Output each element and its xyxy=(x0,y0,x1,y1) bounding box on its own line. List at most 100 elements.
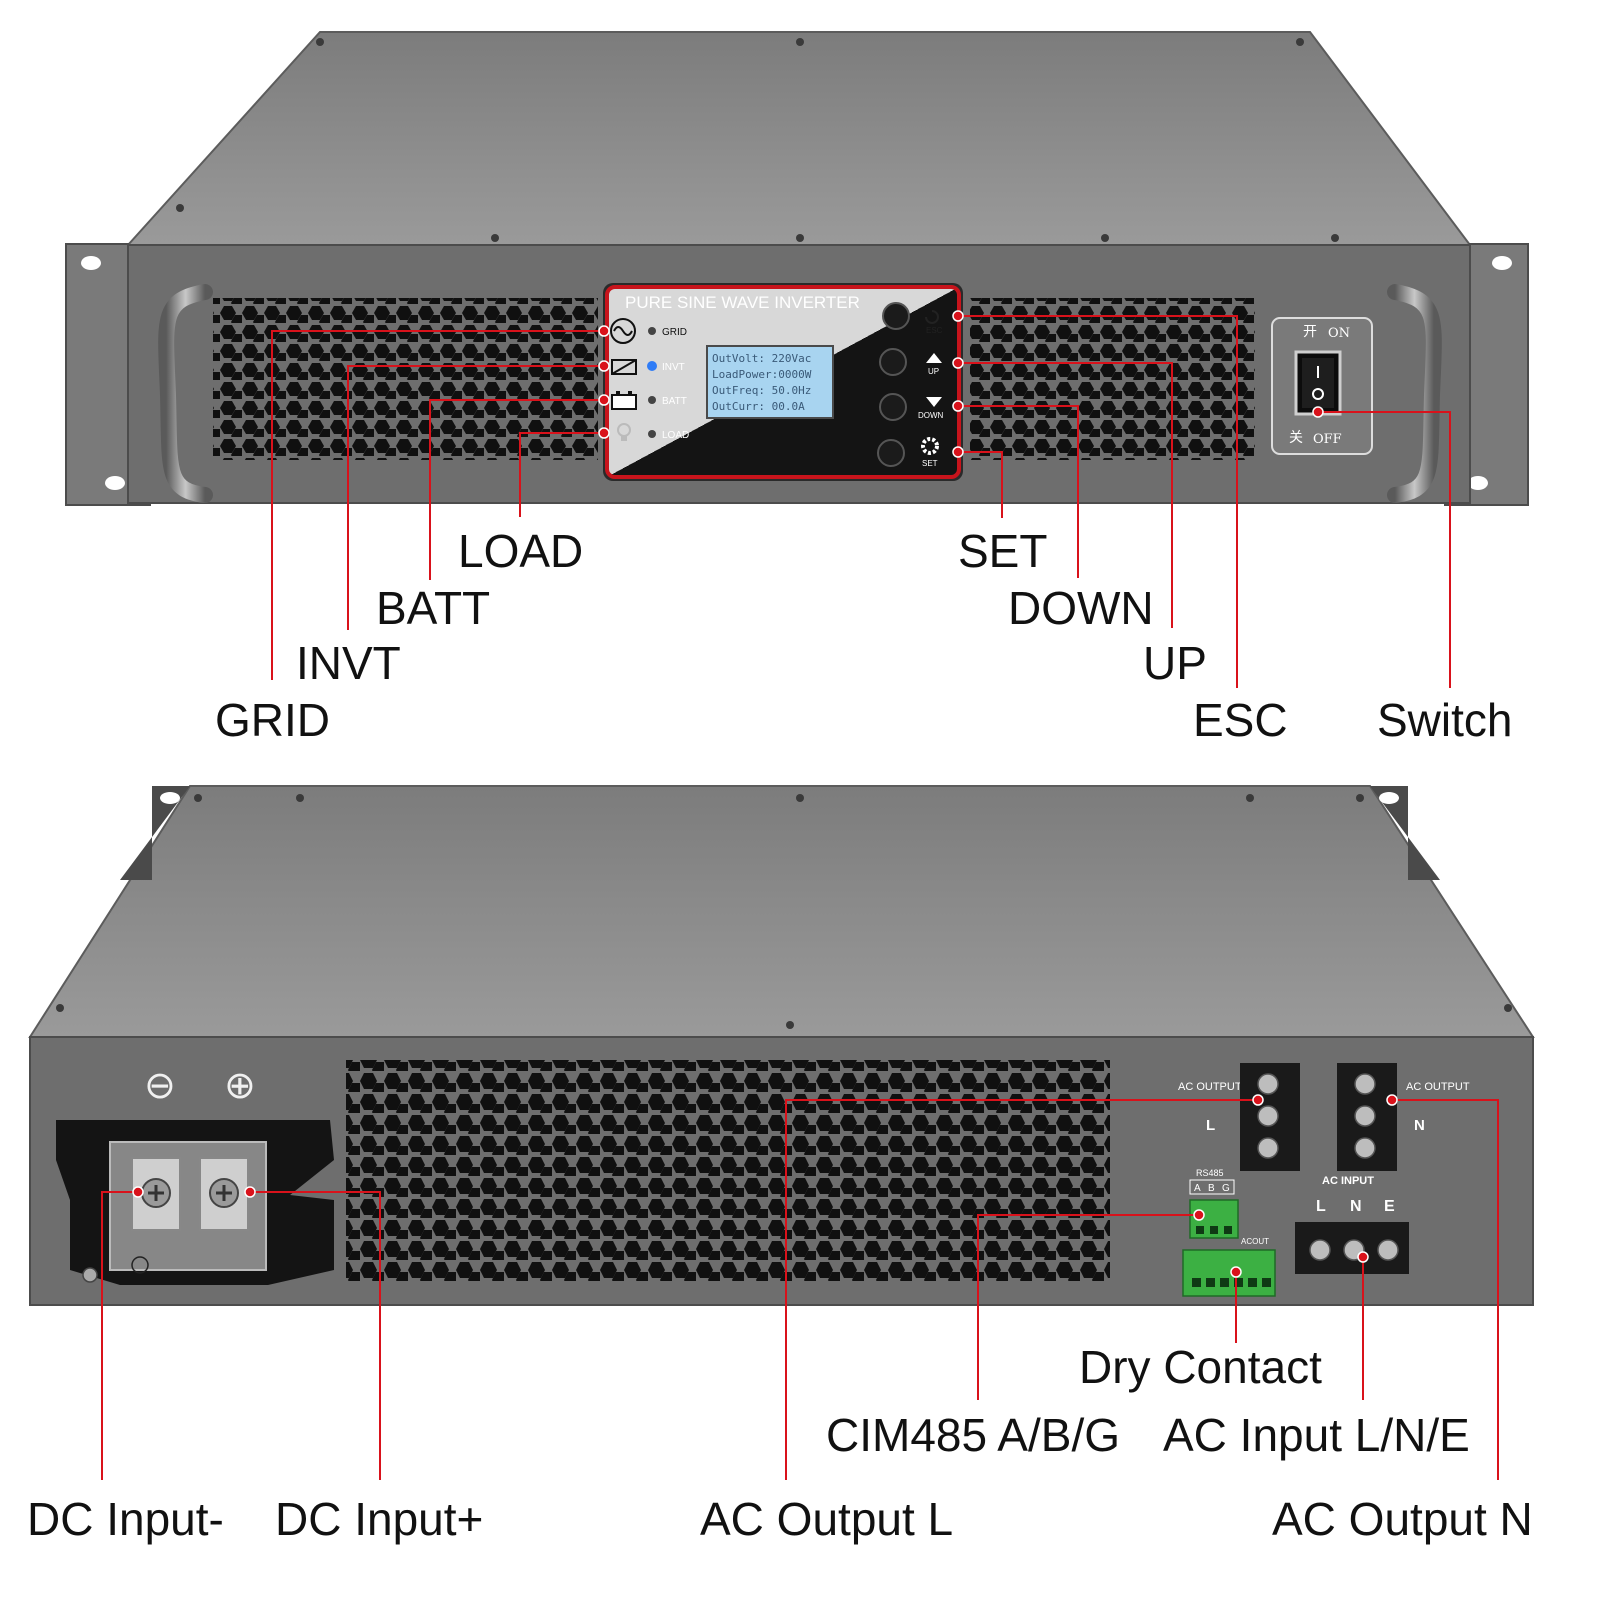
ear-hole xyxy=(81,256,101,270)
leader-dc-minus xyxy=(101,1191,138,1480)
callout-down: DOWN xyxy=(1008,582,1154,634)
callout-dry-contact: Dry Contact xyxy=(1079,1341,1322,1393)
callout-grid: GRID xyxy=(215,694,330,746)
rear-screws xyxy=(56,794,1512,1029)
front-vent-right xyxy=(970,298,1255,460)
battery-icon xyxy=(611,394,637,410)
callout-set: SET xyxy=(958,525,1048,577)
leader-invt xyxy=(347,365,604,630)
leader-batt xyxy=(429,399,604,580)
rear-top-cover xyxy=(28,785,1535,1038)
leader-cim485 xyxy=(977,1214,1199,1400)
lcd-line-3: OutFreq: 50.0Hz xyxy=(712,384,811,397)
down-triangle-icon xyxy=(926,397,942,407)
indicator-invt-label: INVT xyxy=(662,362,685,373)
leader-lines xyxy=(101,315,1499,1480)
front-vent-left xyxy=(213,298,598,460)
lcd-line-1: OutVolt: 220Vac xyxy=(712,352,811,365)
leader-dots xyxy=(132,310,1398,1278)
button-set-label: SET xyxy=(922,459,938,468)
ground-icon xyxy=(131,1256,149,1274)
dc-plus-symbol: ⊕ xyxy=(224,1063,256,1107)
callout-switch: Switch xyxy=(1377,694,1513,746)
ac-input-title: AC INPUT xyxy=(1322,1175,1374,1187)
leader-ac-out-l xyxy=(785,1099,1258,1480)
lcd-screen xyxy=(706,345,834,419)
callout-esc: ESC xyxy=(1193,694,1288,746)
ac-output-n-terminal[interactable] xyxy=(1354,1073,1376,1095)
front-unit: PURE SINE WAVE INVERTER GRID INVT BATT L… xyxy=(65,31,1529,506)
callout-ac-output-l: AC Output L xyxy=(700,1493,954,1545)
leader-load xyxy=(519,432,604,517)
button-up-label: UP xyxy=(928,367,939,376)
leader-grid xyxy=(271,330,604,680)
callout-load: LOAD xyxy=(458,525,584,577)
ac-input-terminal: AC INPUT L N E xyxy=(1295,1175,1409,1274)
ear-hole xyxy=(1492,256,1512,270)
callout-batt: BATT xyxy=(376,582,491,634)
up-triangle-icon xyxy=(926,353,942,363)
panel-title: PURE SINE WAVE INVERTER xyxy=(625,293,860,312)
control-panel: PURE SINE WAVE INVERTER GRID INVT BATT L… xyxy=(603,283,963,481)
lcd-line-4: OutCurr: 00.0A xyxy=(712,400,805,413)
callout-dc-input-plus: DC Input+ xyxy=(275,1493,484,1545)
acout-tag: ACOUT xyxy=(1241,1237,1269,1246)
leader-up xyxy=(958,362,1173,628)
down-button[interactable] xyxy=(879,393,907,421)
switch-off-label: OFF xyxy=(1313,432,1342,447)
ac-input-pin-n: N xyxy=(1350,1198,1362,1215)
switch-on-label: ON xyxy=(1328,326,1350,341)
ear-hole xyxy=(160,792,180,804)
front-handle-left xyxy=(158,284,213,503)
ac-output-right-label: AC OUTPUT xyxy=(1406,1081,1470,1093)
ac-input-pin-l: L xyxy=(1316,1198,1326,1215)
leader-switch xyxy=(1318,411,1451,688)
leader-ac-out-n xyxy=(1392,1099,1499,1480)
button-esc-label: ESC xyxy=(926,326,943,335)
ear-hole xyxy=(1379,792,1399,804)
rs485-pin-a: A xyxy=(1194,1183,1201,1194)
leader-dc-plus xyxy=(250,1191,381,1480)
indicator-batt-label: BATT xyxy=(662,396,687,407)
callout-cim485: CIM485 A/B/G xyxy=(826,1409,1121,1461)
front-handle-right xyxy=(1387,284,1442,503)
gear-icon xyxy=(921,437,939,455)
ac-output-letter-l: L xyxy=(1206,1117,1215,1134)
rear-unit: ⊖ ⊕ AC OUTPUT AC OUTPUT L N xyxy=(28,785,1535,1306)
leader-set xyxy=(958,451,1003,518)
ground-screw xyxy=(82,1267,98,1283)
rs485-pin-b: B xyxy=(1208,1183,1215,1194)
ac-output-l-terminal[interactable] xyxy=(1257,1073,1279,1095)
rear-rack-ear-right xyxy=(1370,786,1440,880)
ac-output-terminals: AC OUTPUT AC OUTPUT L N xyxy=(1178,1063,1470,1171)
button-down-label: DOWN xyxy=(918,411,944,420)
sine-wave-icon xyxy=(610,318,636,344)
esc-button[interactable] xyxy=(882,302,910,330)
leader-down xyxy=(958,405,1079,578)
callout-up: UP xyxy=(1143,637,1207,689)
callout-dc-input-minus: DC Input- xyxy=(27,1493,224,1545)
load-led xyxy=(648,430,656,438)
rear-vent xyxy=(346,1060,1110,1282)
lcd-line-2: LoadPower:0000W xyxy=(712,368,812,381)
rs485-label: RS485 xyxy=(1196,1168,1224,1178)
ear-hole xyxy=(1468,476,1488,490)
leader-esc xyxy=(958,315,1238,688)
power-switch-panel: 开 ON 关 OFF xyxy=(1271,317,1373,455)
ac-output-left-label: AC OUTPUT xyxy=(1178,1081,1242,1093)
ear-hole xyxy=(105,476,125,490)
ac-output-letter-n: N xyxy=(1414,1117,1425,1134)
set-button[interactable] xyxy=(877,439,905,467)
callout-ac-input: AC Input L/N/E xyxy=(1163,1409,1470,1461)
top-screws xyxy=(176,38,1339,242)
callout-invt: INVT xyxy=(296,637,401,689)
dry-contact-connector[interactable] xyxy=(1182,1249,1276,1297)
rotate-icon xyxy=(925,310,939,324)
invt-led xyxy=(647,361,657,371)
up-button[interactable] xyxy=(879,348,907,376)
switch-off-cn: 关 xyxy=(1289,430,1303,446)
ac-input-pin-e: E xyxy=(1384,1198,1395,1215)
grid-led xyxy=(648,327,656,335)
